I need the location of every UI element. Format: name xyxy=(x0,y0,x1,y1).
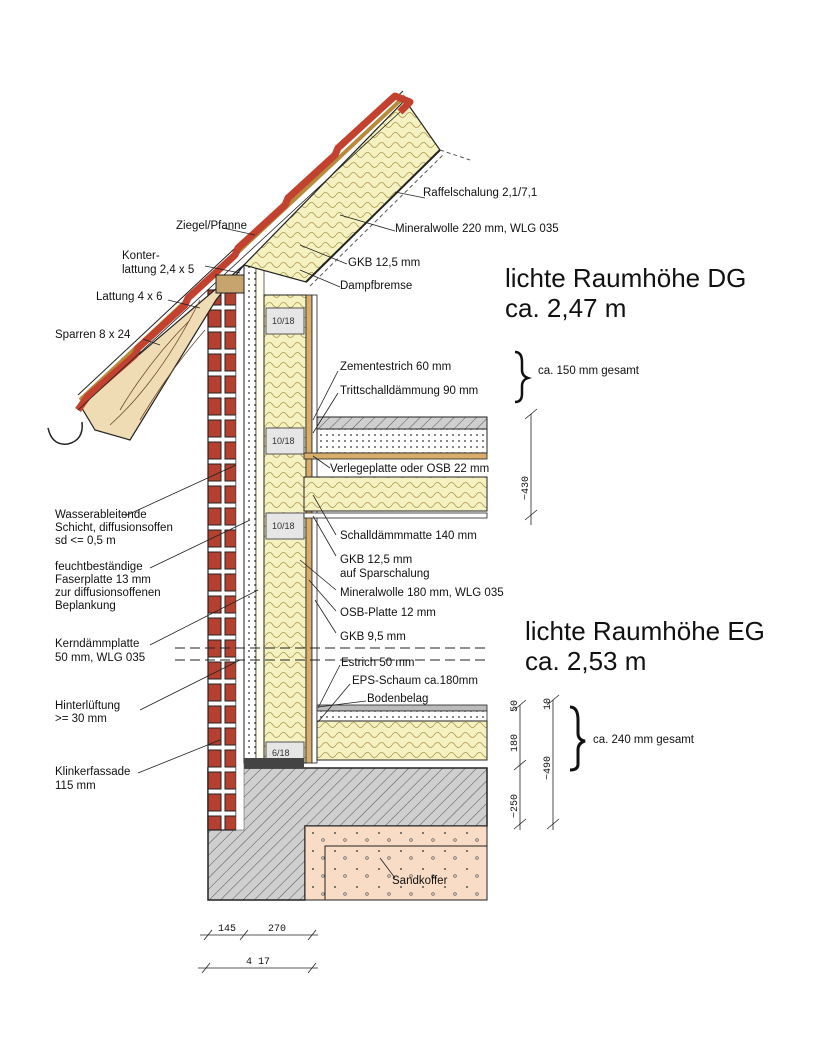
brace-dg xyxy=(514,350,532,404)
eg-floor-covering xyxy=(316,704,488,712)
label-raffelschalung: Raffelschalung 2,1/7,1 xyxy=(423,187,537,199)
stud-3 xyxy=(265,512,305,540)
label-feucht-2: Faserplatte 13 mm xyxy=(55,574,151,586)
label-kern-1: Kerndämmplatte xyxy=(55,638,139,650)
label-ca240: ca. 240 mm gesamt xyxy=(593,734,695,746)
osb-lining xyxy=(305,294,313,764)
label-gkb-spar-1: GKB 12,5 mm xyxy=(340,554,412,566)
dim-417: 4 17 xyxy=(246,957,270,968)
dim-270: 270 xyxy=(268,924,286,935)
gkb-lining xyxy=(311,294,318,764)
sill-plate xyxy=(244,758,304,768)
label-mineralwolle-180: Mineralwolle 180 mm, WLG 035 xyxy=(340,587,504,599)
label-kern-2: 50 mm, WLG 035 xyxy=(55,652,145,664)
label-osb-12: OSB-Platte 12 mm xyxy=(340,607,436,619)
label-klinker-1: Klinkerfassade xyxy=(55,766,130,778)
stud-tag-4: 6/18 xyxy=(272,748,290,758)
label-feucht-3: zur diffusionsoffenen xyxy=(55,587,161,599)
label-konter-1: Konter- xyxy=(122,250,160,262)
dim-430: ~430 xyxy=(521,476,532,500)
brace-eg xyxy=(569,705,586,772)
label-wasser-3: sd <= 0,5 m xyxy=(55,535,116,547)
label-wasser-1: Wasserableitende xyxy=(55,509,147,521)
label-feucht-1: feuchtbeständige xyxy=(55,561,143,573)
dg-impact-insulation xyxy=(316,428,488,454)
label-gkb-spar-2: auf Sparschalung xyxy=(340,568,430,580)
stud-1 xyxy=(265,307,305,335)
label-sparren: Sparren 8 x 24 xyxy=(55,329,131,341)
heading-dg-line2: ca. 2,47 m xyxy=(505,293,626,323)
label-eps: EPS-Schaum ca.180mm xyxy=(352,675,478,687)
label-gkb-95: GKB 9,5 mm xyxy=(340,631,406,643)
label-hinter-2: >= 30 mm xyxy=(55,713,107,725)
label-klinker-2: 115 mm xyxy=(55,780,96,792)
label-trittschall: Trittschalldämmung 90 mm xyxy=(340,385,478,397)
label-mineralwolle-220: Mineralwolle 220 mm, WLG 035 xyxy=(395,223,559,235)
label-schalldamm: Schalldämmmatte 140 mm xyxy=(340,530,477,542)
gutter xyxy=(47,421,83,445)
heading-eg-line1: lichte Raumhöhe EG xyxy=(525,616,765,646)
stud-tag-3: 10/18 xyxy=(272,521,295,531)
dim-250: ~250 xyxy=(510,794,521,818)
roof-tiles xyxy=(75,92,414,413)
label-lattung: Lattung 4 x 6 xyxy=(96,291,163,303)
label-verlegeplatte: Verlegeplatte oder OSB 22 mm xyxy=(330,463,489,475)
fibreboard xyxy=(243,264,257,764)
dg-osb-panel xyxy=(303,452,488,460)
label-sandkoffer: Sandkoffer xyxy=(392,875,448,887)
heading-eg-line2: ca. 2,53 m xyxy=(525,646,646,676)
dg-sound-mat xyxy=(303,476,488,512)
label-hinter-1: Hinterlüftung xyxy=(55,700,120,712)
core-insulation xyxy=(255,264,265,764)
dimension-lines xyxy=(198,408,560,974)
sand-step-line xyxy=(324,845,487,900)
label-ca150: ca. 150 mm gesamt xyxy=(538,365,640,377)
dg-cement-screed xyxy=(316,416,488,430)
dim-490: ~490 xyxy=(543,756,554,780)
label-ziegel: Ziegel/Pfanne xyxy=(176,220,247,232)
label-feucht-4: Beplankung xyxy=(55,600,116,612)
roof-gkb-line xyxy=(305,149,441,283)
stud-tag-2: 10/18 xyxy=(272,436,295,446)
leader-lines xyxy=(124,191,426,879)
stud-2 xyxy=(265,427,305,455)
stud-tag-1: 10/18 xyxy=(272,316,295,326)
label-wasser-2: Schicht, diffusionsoffen xyxy=(55,522,173,534)
label-gkb-top: GKB 12,5 mm xyxy=(348,257,420,269)
eg-screed xyxy=(316,710,488,722)
wall-top-timber xyxy=(215,274,245,294)
dim-180: 180 xyxy=(510,734,521,752)
dim-145: 145 xyxy=(218,924,236,935)
heading-dg-line1: lichte Raumhöhe DG xyxy=(505,263,746,293)
label-zementestrich: Zementestrich 60 mm xyxy=(340,361,451,373)
roof-vapour-barrier xyxy=(309,153,445,287)
clinker-facade xyxy=(207,289,237,831)
sand-bed xyxy=(304,825,488,901)
eg-eps-insulation xyxy=(316,720,488,761)
dim-10: 10 xyxy=(543,698,554,710)
label-estrich50: Estrich 50 mm xyxy=(341,657,415,669)
label-konter-2: lattung 2,4 x 5 xyxy=(122,264,194,276)
label-bodenbelag: Bodenbelag xyxy=(367,693,428,705)
ventilation-gap xyxy=(235,289,245,831)
label-dampfbremse: Dampfbremse xyxy=(340,280,412,292)
dim-50: 50 xyxy=(510,700,521,712)
dg-gkb-ceiling xyxy=(303,512,488,519)
